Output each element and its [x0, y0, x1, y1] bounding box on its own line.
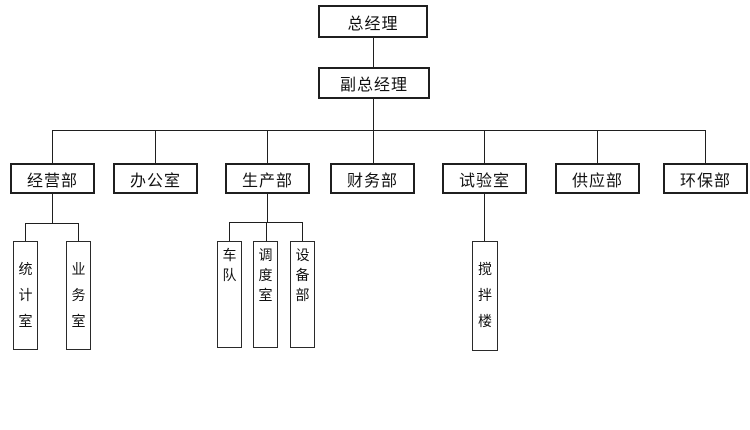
node-dispatch-room: 调度室 [253, 241, 278, 348]
node-operations-room: 业务室 [66, 241, 91, 350]
node-general-manager: 总经理 [318, 5, 428, 38]
connector-drop-dept-6 [705, 130, 706, 163]
connector-drop-dispatch [266, 222, 267, 241]
vehicle-fleet-label: 车队 [222, 248, 237, 284]
node-dept-environment: 环保部 [663, 163, 748, 194]
node-dept-business: 经营部 [10, 163, 95, 194]
connector-drop-operations [78, 223, 79, 241]
connector-drop-fleet [229, 222, 230, 241]
connector-drop-dept-5 [597, 130, 598, 163]
statistics-room-label: 统计室 [18, 261, 33, 330]
node-dept-supply: 供应部 [555, 163, 640, 194]
node-dept-finance: 财务部 [330, 163, 415, 194]
equipment-dept-label: 设备部 [295, 248, 310, 304]
connector-drop-dept-4 [484, 130, 485, 163]
node-deputy-general-manager: 副总经理 [318, 67, 430, 99]
connector-drop-equipment [302, 222, 303, 241]
mixing-tower-label: 搅拌楼 [478, 262, 492, 330]
connector-laboratory-stem [484, 194, 485, 241]
operations-room-label: 业务室 [71, 261, 86, 330]
connector-business-stem [52, 194, 53, 223]
dispatch-room-label: 调度室 [258, 248, 273, 304]
node-vehicle-fleet: 车队 [217, 241, 242, 348]
node-dept-office: 办公室 [113, 163, 198, 194]
connector-drop-dept-2 [267, 130, 268, 163]
connector-root-deputy [373, 38, 374, 67]
node-mixing-tower: 搅拌楼 [472, 241, 498, 351]
connector-business-bus [25, 223, 79, 224]
connector-production-stem [267, 194, 268, 222]
node-dept-production: 生产部 [225, 163, 310, 194]
connector-deputy-bus [373, 99, 374, 130]
connector-drop-dept-1 [155, 130, 156, 163]
connector-drop-statistics [25, 223, 26, 241]
node-statistics-room: 统计室 [13, 241, 38, 350]
connector-department-bus [52, 130, 706, 131]
node-equipment-dept: 设备部 [290, 241, 315, 348]
node-dept-laboratory: 试验室 [442, 163, 527, 194]
connector-drop-dept-3 [373, 130, 374, 163]
connector-drop-dept-0 [52, 130, 53, 163]
